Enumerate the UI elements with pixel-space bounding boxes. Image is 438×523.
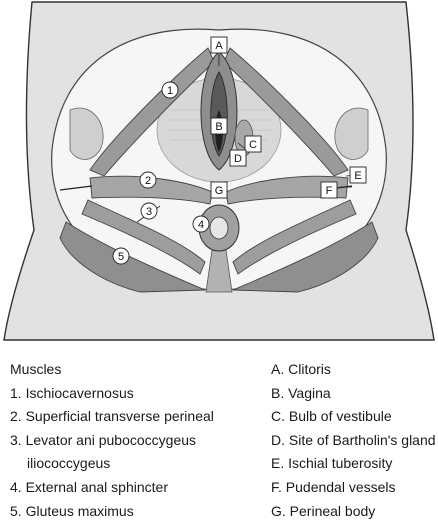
levator-ani-right	[232, 199, 357, 275]
gluteus-maximus-right	[232, 221, 379, 293]
anus	[209, 216, 229, 240]
number-label-1: 1	[161, 81, 179, 99]
svg-text:F: F	[326, 185, 333, 197]
structure-item: B. Vagina	[271, 384, 331, 401]
structure-item: D. Site of Bartholin's gland	[271, 431, 436, 448]
letter-label-B: B	[210, 117, 228, 135]
muscle-item: 1. Ischiocavernosus	[10, 384, 134, 401]
structure-item: A. Clitoris	[271, 361, 331, 377]
structure-item: C. Bulb of vestibule	[271, 408, 392, 425]
letter-label-A: A	[210, 36, 228, 54]
muscles-legend: Muscles 1. Ischiocavernosus 2. Superfici…	[10, 358, 214, 523]
number-label-2: 2	[139, 171, 157, 189]
svg-text:3: 3	[146, 206, 152, 218]
letter-label-F: F	[320, 181, 338, 199]
svg-text:1: 1	[167, 85, 173, 97]
svg-text:4: 4	[198, 219, 204, 231]
structure-item: E. Ischial tuberosity	[271, 455, 393, 472]
letter-label-C: C	[244, 135, 262, 153]
perineum-diagram: A B C D E F G 1 2 3 4 5	[3, 1, 435, 341]
svg-text:A: A	[215, 40, 223, 52]
structures-legend: A. Clitoris B. Vagina C. Bulb of vestibu…	[271, 358, 436, 523]
svg-text:2: 2	[145, 175, 151, 187]
svg-text:D: D	[234, 153, 242, 165]
left-ischial-area	[69, 107, 104, 160]
svg-text:G: G	[215, 185, 224, 197]
gluteus-maximus-left	[59, 221, 206, 293]
svg-text:B: B	[215, 121, 222, 133]
number-label-4: 4	[192, 215, 210, 233]
muscle-item: 3. Levator ani pubococcygeus	[10, 431, 197, 448]
right-ischial-area	[334, 107, 369, 160]
svg-text:E: E	[354, 170, 361, 182]
muscle-item-continuation: iliococcygeus	[27, 455, 111, 472]
levator-ani-left	[81, 199, 206, 275]
number-label-3: 3	[140, 202, 158, 220]
letter-label-D: D	[229, 149, 247, 167]
ischiocavernosus-right	[223, 47, 349, 177]
muscle-item: 4. External anal sphincter	[10, 478, 168, 495]
svg-text:5: 5	[118, 251, 124, 263]
letter-label-E: E	[349, 166, 367, 184]
muscles-heading: Muscles	[10, 361, 62, 377]
letter-label-G: G	[210, 181, 228, 199]
pudendal-vessels-left	[59, 185, 93, 191]
muscle-item: 2. Superficial transverse perineal	[10, 408, 214, 425]
structure-item: F. Pudendal vessels	[271, 478, 396, 495]
muscle-item: 5. Gluteus maximus	[10, 502, 134, 519]
number-label-5: 5	[112, 247, 130, 265]
svg-text:C: C	[249, 139, 257, 151]
structure-item: G. Perineal body	[271, 502, 376, 519]
